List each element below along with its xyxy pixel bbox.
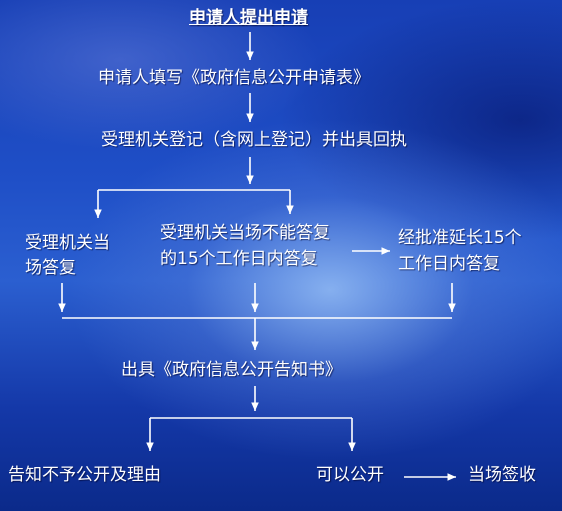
- node-register: 受理机关登记（含网上登记）并出具回执: [101, 130, 407, 150]
- node-sign-receipt: 当场签收: [468, 465, 536, 485]
- node-reply-now-line1: 受理机关当: [25, 233, 110, 253]
- node-extend-line1: 经批准延长15个: [398, 228, 522, 248]
- node-fill-form: 申请人填写《政府信息公开申请表》: [98, 68, 370, 88]
- node-cannot-reply-line2: 的15个工作日内答复: [160, 249, 318, 269]
- node-refuse-disclosure: 告知不予公开及理由: [8, 465, 161, 485]
- node-issue-notice: 出具《政府信息公开告知书》: [121, 360, 342, 380]
- node-extend-line2: 工作日内答复: [398, 254, 500, 274]
- node-reply-now-line2: 场答复: [25, 258, 76, 278]
- node-can-disclose: 可以公开: [316, 465, 384, 485]
- node-submit-application: 申请人提出申请: [189, 8, 308, 28]
- node-cannot-reply-line1: 受理机关当场不能答复: [160, 223, 330, 243]
